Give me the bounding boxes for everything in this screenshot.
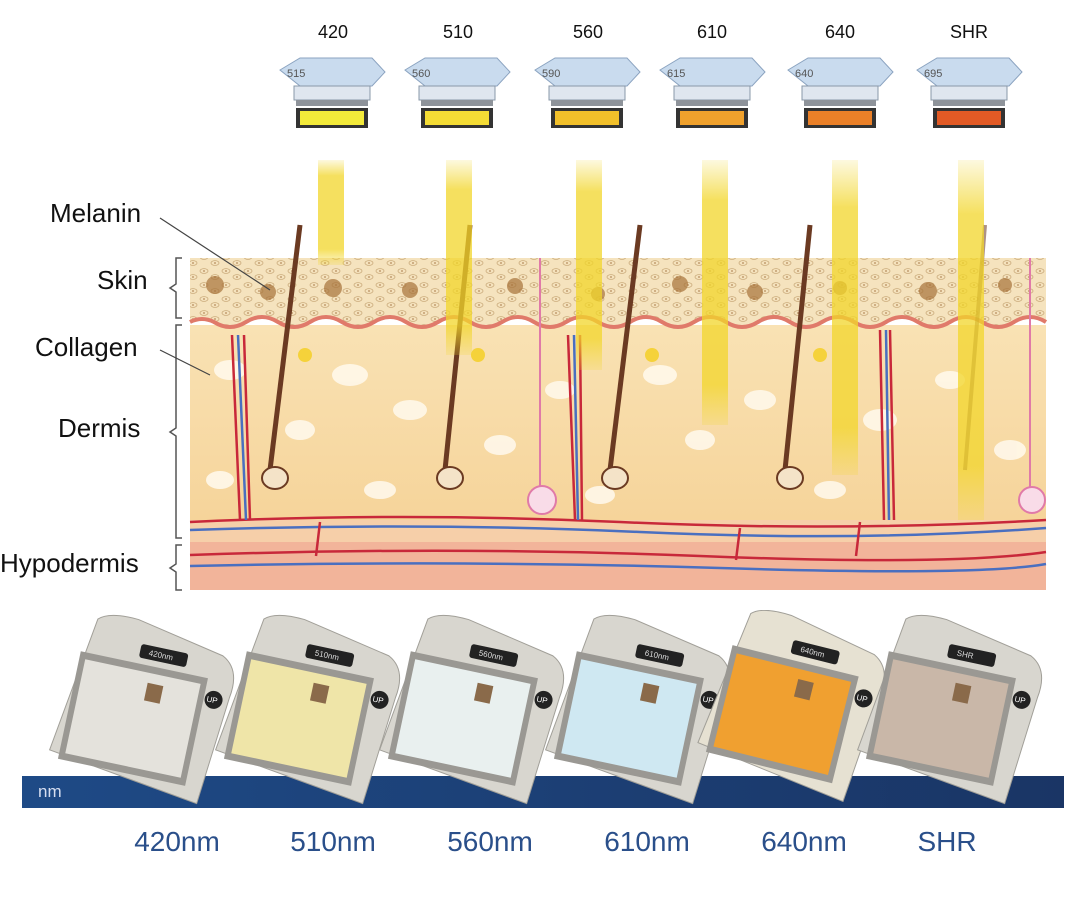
light-beams [318, 160, 984, 520]
light-beam-6 [958, 160, 984, 520]
filter-head-4: 615 [659, 57, 766, 128]
handpiece-row: 420nm UP 510nm UP 560nm UP 610nm UP [48, 610, 1043, 805]
filter-label-3: 560 [572, 22, 604, 42]
filter-label-5: 640 [824, 22, 856, 42]
filter-swatch-5 [808, 111, 872, 125]
filter-swatch-1 [300, 111, 364, 125]
handpiece-up-5: UP [856, 693, 869, 704]
filter-code-2: 560 [412, 68, 430, 80]
handpiece-4: 610nm UP [544, 614, 731, 805]
handpiece-up-4: UP [702, 695, 715, 706]
handpiece-6: SHR UP [856, 614, 1043, 805]
handpiece-label-6: SHR [917, 826, 977, 857]
filter-swatch-2 [425, 111, 489, 125]
basal-membrane [189, 315, 1048, 329]
skin-diagram: 515 560 590 615 640 695 [159, 57, 1048, 591]
handpiece-label-3: 560nm [447, 826, 533, 857]
filter-head-3: 590 [534, 57, 641, 128]
light-beam-1 [318, 160, 344, 265]
handpiece-window-2 [231, 659, 367, 778]
handpiece-3: 560nm UP [378, 614, 565, 805]
filter-label-1: 420 [317, 22, 349, 42]
handpiece-window-4 [561, 659, 697, 778]
filter-head-2: 560 [404, 57, 511, 128]
handpiece-window-1 [65, 659, 201, 778]
handpiece-label-2: 510nm [290, 826, 376, 857]
handpiece-up-1: UP [206, 695, 219, 706]
melanin-label: Melanin [50, 198, 142, 228]
handpiece-window-5 [713, 653, 852, 776]
handpiece-label-1: 420nm [134, 826, 220, 857]
handpiece-window-3 [395, 659, 531, 778]
handpiece-code-6: SHR [956, 649, 975, 661]
light-beam-5 [832, 160, 858, 475]
label-leaders [159, 217, 271, 376]
light-beam-3 [576, 160, 602, 370]
dermis-label: Dermis [58, 413, 141, 443]
skin-label: Skin [97, 265, 148, 295]
layer-brackets [168, 257, 182, 591]
collagen-label: Collagen [35, 332, 138, 362]
filter-code-6: 695 [924, 68, 942, 80]
handpiece-up-2: UP [372, 695, 385, 706]
handpiece-5: 640nm UP [697, 610, 885, 803]
filter-head-5: 640 [787, 57, 894, 128]
handpiece-1: 420nm UP [48, 614, 235, 805]
handpiece-2: 510nm UP [214, 614, 401, 805]
sweat-glands [527, 258, 1046, 515]
filter-code-5: 640 [795, 68, 813, 80]
filter-code-4: 615 [667, 68, 685, 80]
filter-label-4: 610 [696, 22, 728, 42]
handpiece-window-6 [873, 659, 1009, 778]
filter-head-6: 695 [916, 57, 1023, 128]
filter-swatch-6 [937, 111, 1001, 125]
handpiece-up-3: UP [536, 695, 549, 706]
hypodermis-label: Hypodermis [0, 548, 139, 578]
filter-code-1: 515 [287, 68, 305, 80]
handpiece-up-6: UP [1014, 695, 1027, 706]
handpiece-label-5: 640nm [761, 826, 847, 857]
filter-label-2: 510 [442, 22, 474, 42]
filter-code-3: 590 [542, 68, 560, 80]
handpiece-label-4: 610nm [604, 826, 690, 857]
light-beam-2 [446, 160, 472, 355]
filter-swatch-3 [555, 111, 619, 125]
light-beam-4 [702, 160, 728, 425]
wavelength-bar-label: nm [38, 782, 62, 801]
filter-head-1: 515 [279, 57, 386, 128]
tissue-block [189, 224, 1048, 590]
filter-label-6: SHR [949, 22, 988, 42]
filter-swatch-4 [680, 111, 744, 125]
